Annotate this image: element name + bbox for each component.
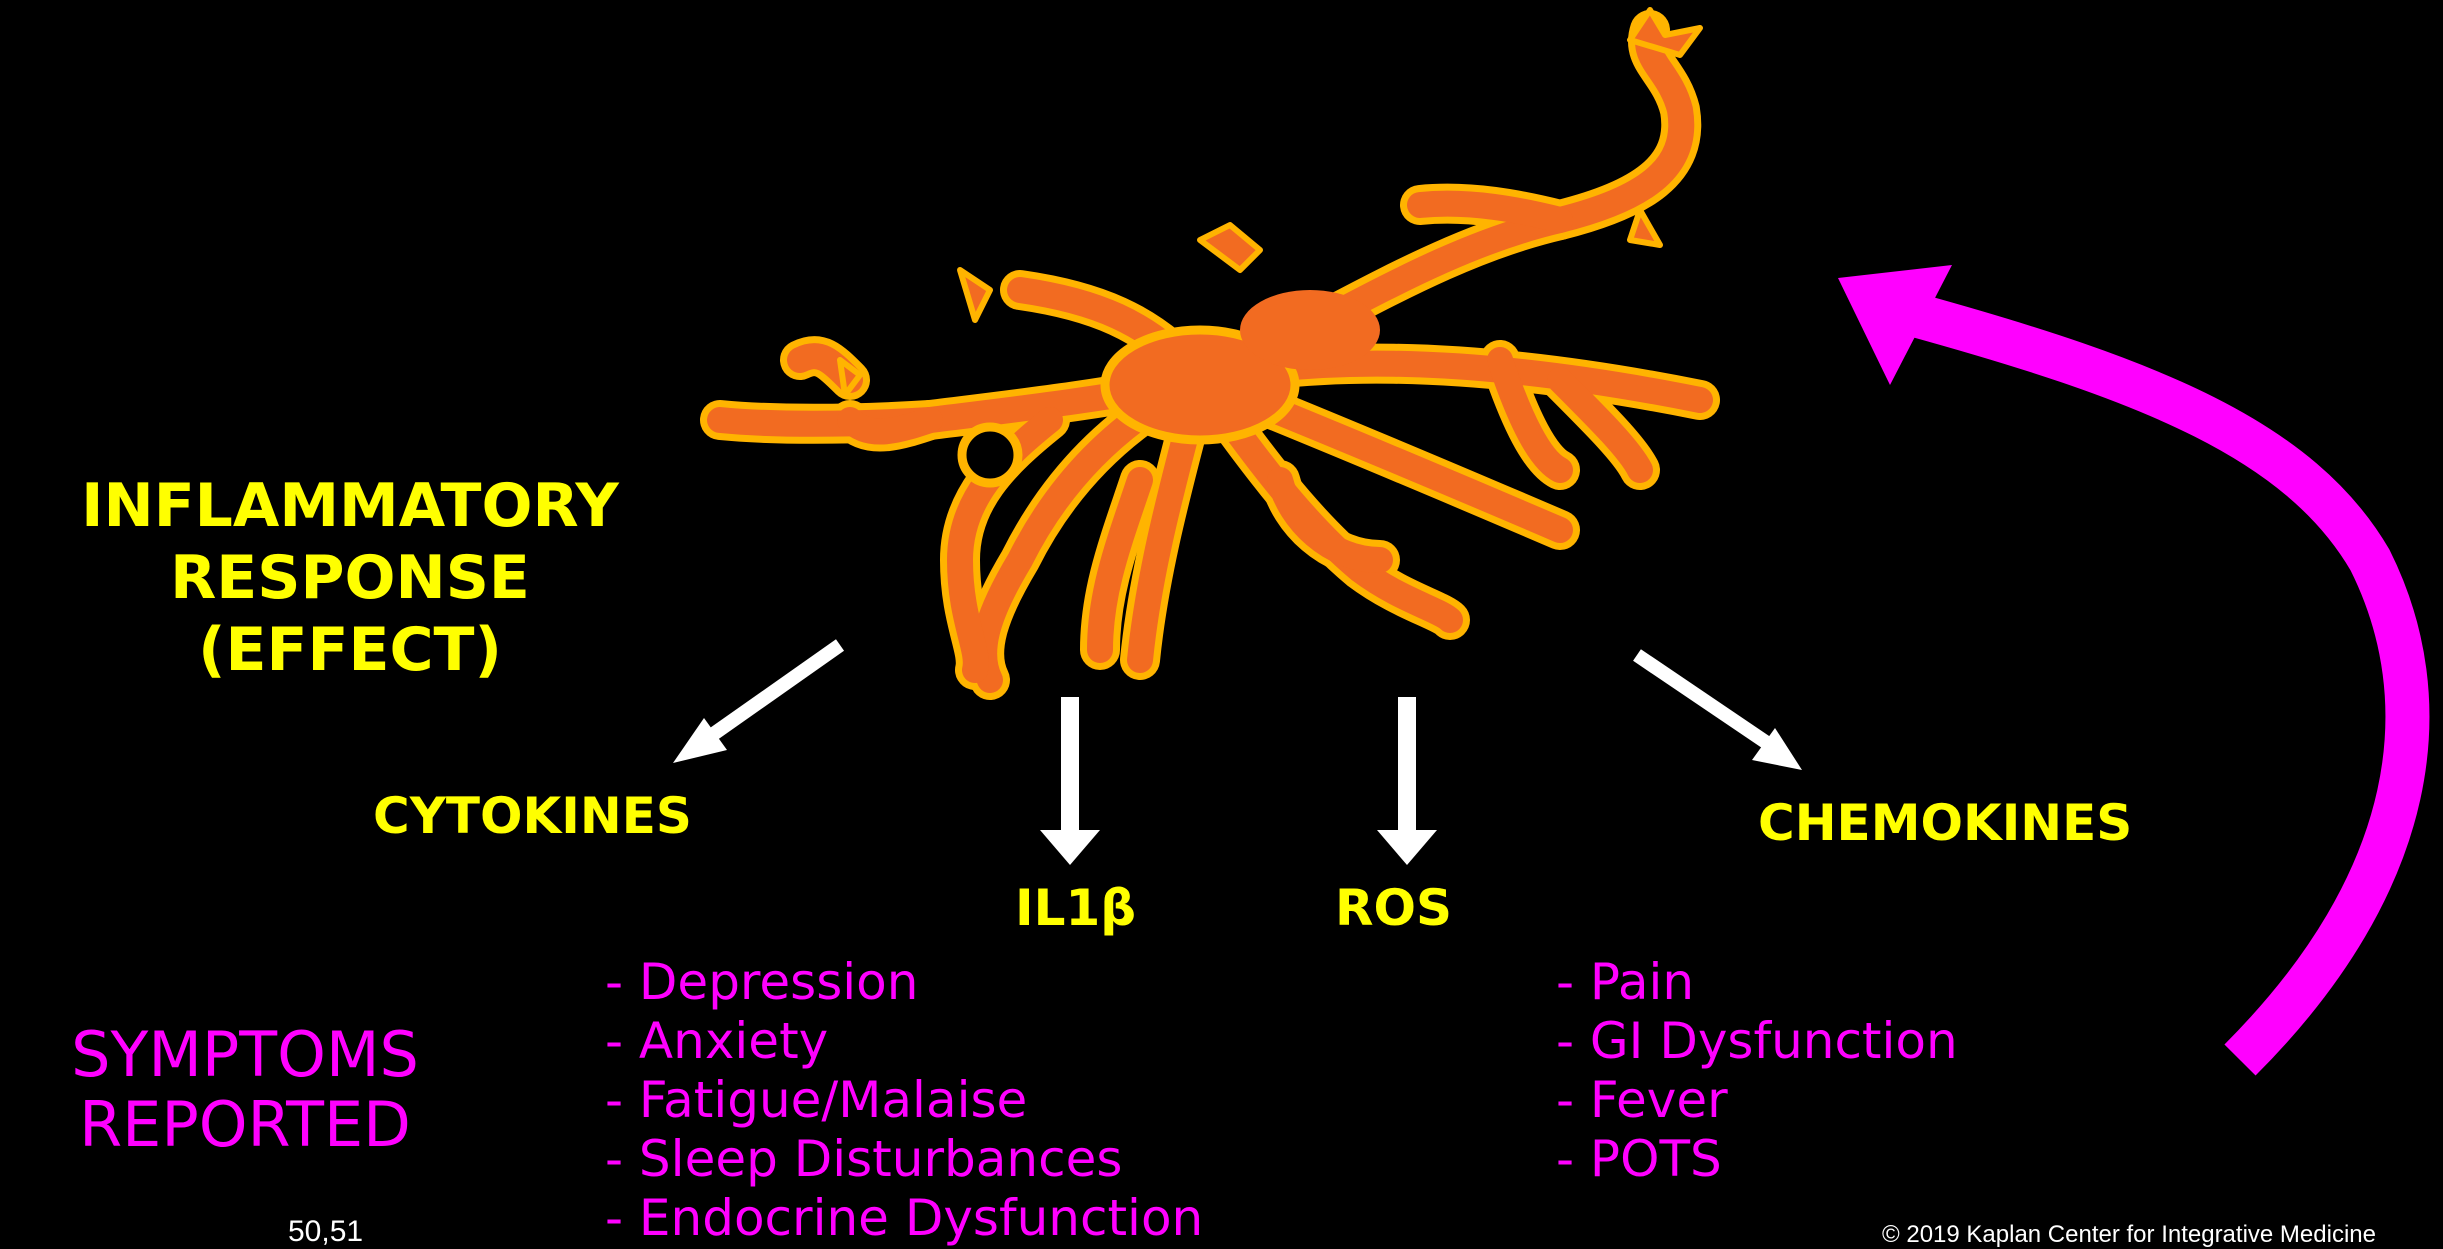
effect-heading: INFLAMMATORY RESPONSE (EFFECT) xyxy=(0,470,700,686)
symptom-item: - POTS xyxy=(1556,1130,1958,1189)
ros-label: ROS xyxy=(1335,878,1452,938)
symptom-list-right: - Pain - GI Dysfunction - Fever - POTS xyxy=(1556,953,1958,1189)
curved-feedback-arrow xyxy=(1838,265,2407,1060)
effect-heading-line1: INFLAMMATORY xyxy=(0,470,700,542)
symptom-item: - Sleep Disturbances xyxy=(605,1130,1203,1189)
microglia-cell-icon xyxy=(720,10,1700,680)
arrow-to-ros xyxy=(1377,697,1437,865)
symptoms-heading: SYMPTOMS REPORTED xyxy=(0,1020,490,1160)
symptoms-heading-line2: REPORTED xyxy=(0,1090,490,1160)
symptom-item: - GI Dysfunction xyxy=(1556,1012,1958,1071)
effect-heading-line2: RESPONSE xyxy=(0,542,700,614)
arrow-to-chemokines xyxy=(1637,655,1802,770)
symptom-item: - Depression xyxy=(605,953,1203,1012)
chemokines-label: CHEMOKINES xyxy=(1758,793,2132,853)
cytokines-label: CYTOKINES xyxy=(373,786,692,846)
symptom-list-left: - Depression - Anxiety - Fatigue/Malaise… xyxy=(605,953,1203,1248)
symptom-item: - Pain xyxy=(1556,953,1958,1012)
copyright-notice: © 2019 Kaplan Center for Integrative Med… xyxy=(1882,1221,2376,1249)
symptom-item: - Anxiety xyxy=(605,1012,1203,1071)
effect-heading-line3: (EFFECT) xyxy=(0,614,700,686)
reference-numbers: 50,51 xyxy=(288,1215,363,1249)
arrow-to-il1b xyxy=(1040,697,1100,865)
symptom-item: - Fatigue/Malaise xyxy=(605,1071,1203,1130)
symptom-item: - Endocrine Dysfunction xyxy=(605,1189,1203,1248)
symptoms-heading-line1: SYMPTOMS xyxy=(0,1020,490,1090)
il1b-label: IL1β xyxy=(1015,878,1136,938)
symptom-item: - Fever xyxy=(1556,1071,1958,1130)
